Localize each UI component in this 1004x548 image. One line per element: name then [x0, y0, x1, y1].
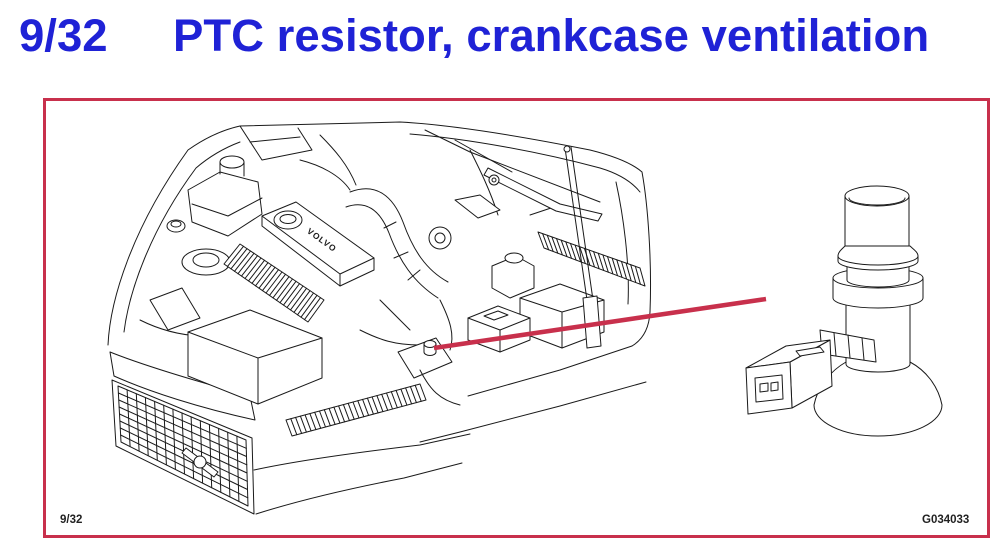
page-title: PTC resistor, crankcase ventilation	[173, 10, 930, 61]
figure-page-number: 9/32	[60, 514, 83, 526]
slide-number: 9/32	[19, 10, 108, 61]
figure-frame	[43, 98, 990, 538]
figure-reference-code: G034033	[922, 514, 970, 526]
